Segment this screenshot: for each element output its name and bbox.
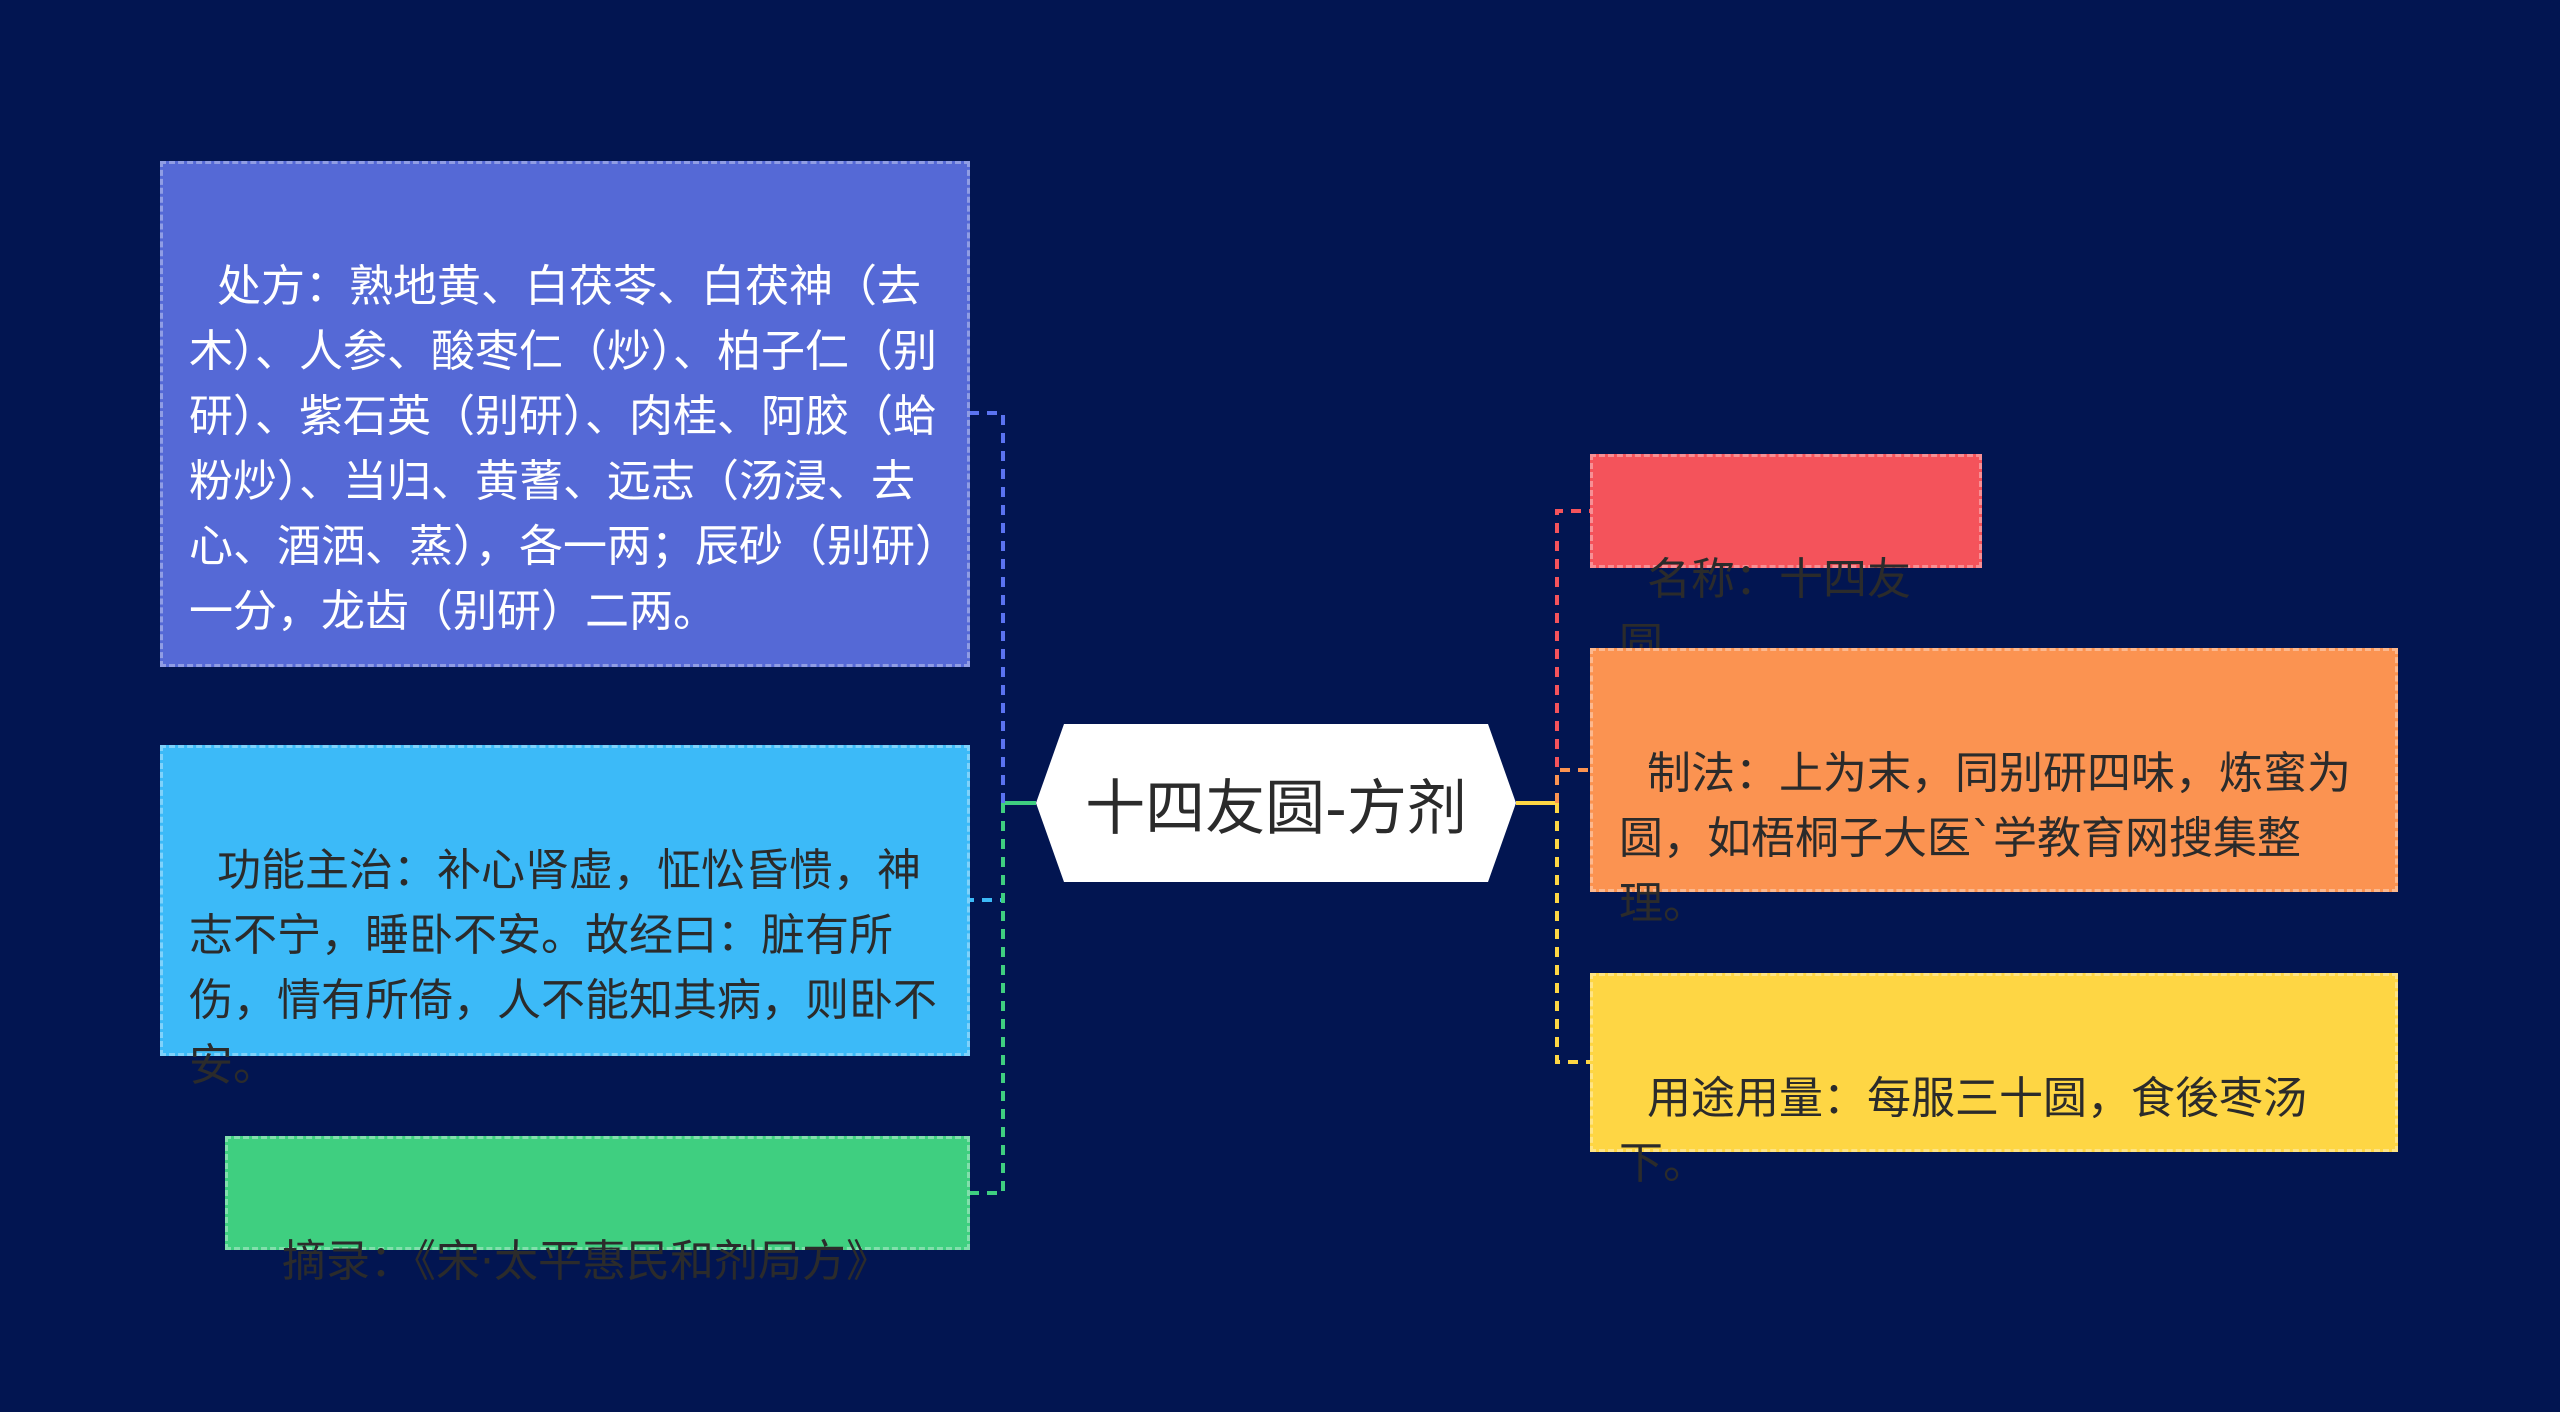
node-name[interactable]: 名称：十四友圆	[1590, 454, 1982, 670]
connector-name	[1555, 509, 1590, 803]
connector-indications	[970, 803, 1005, 902]
node-indications[interactable]: 功能主治：补心肾虚，怔忪昏愦，神志不宁，睡卧不安。故经曰：脏有所伤，情有所倚，人…	[160, 745, 970, 1091]
node-indications-text: 功能主治：补心肾虚，怔忪昏愦，神志不宁，睡卧不安。故经曰：脏有所伤，情有所倚，人…	[189, 845, 937, 1091]
node-usage-text: 用途用量：每服三十圆，食後枣汤下。	[1619, 1073, 2307, 1189]
node-prescription[interactable]: 处方：熟地黄、白茯苓、白茯神（去木）、人参、酸枣仁（炒）、柏子仁（别研）、紫石英…	[160, 161, 970, 667]
node-source[interactable]: 摘录：《宋·太平惠民和剂局方》	[225, 1136, 970, 1287]
connector-source	[970, 803, 1005, 1195]
connector-usage	[1555, 803, 1590, 1064]
node-prescription-text: 处方：熟地黄、白茯苓、白茯神（去木）、人参、酸枣仁（炒）、柏子仁（别研）、紫石英…	[189, 261, 937, 637]
node-method-text: 制法：上为末，同别研四味，炼蜜为圆，如梧桐子大医`学教育网搜集整理。	[1619, 748, 2351, 929]
node-name-text: 名称：十四友圆	[1619, 554, 1911, 670]
node-method[interactable]: 制法：上为末，同别研四味，炼蜜为圆，如梧桐子大医`学教育网搜集整理。	[1590, 648, 2398, 929]
node-usage[interactable]: 用途用量：每服三十圆，食後枣汤下。	[1590, 973, 2398, 1189]
center-topic-node[interactable]: 十四友圆-方剂	[1036, 724, 1516, 882]
node-source-text: 摘录：《宋·太平惠民和剂局方》	[281, 1236, 890, 1287]
connector-prescription	[970, 411, 1005, 803]
connector-method	[1555, 768, 1590, 803]
center-topic-title: 十四友圆-方剂	[1085, 773, 1467, 844]
